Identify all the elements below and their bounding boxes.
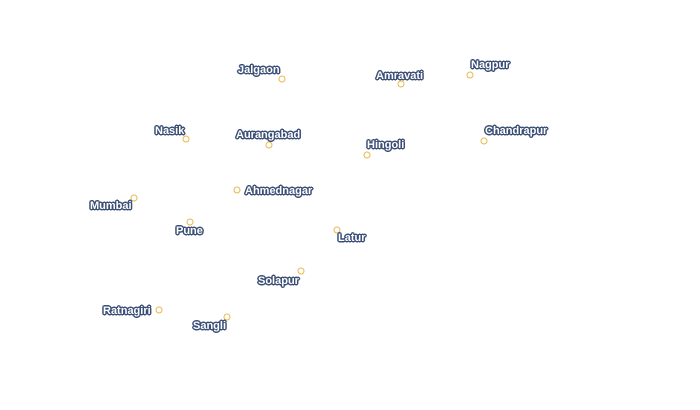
city-label-solapur: Solapur (258, 275, 299, 287)
city-marker-latur[interactable] (333, 226, 341, 234)
city-marker-ratnagiri[interactable] (155, 306, 163, 314)
city-marker-hingoli[interactable] (363, 151, 371, 159)
city-marker-ahmednagar[interactable] (233, 186, 241, 194)
city-marker-sangli[interactable] (223, 313, 231, 321)
city-marker-nagpur[interactable] (466, 71, 474, 79)
city-label-amravati: Amravati (376, 70, 424, 82)
city-marker-mumbai[interactable] (130, 194, 138, 202)
city-label-ratnagiri: Ratnagiri (103, 305, 151, 317)
city-label-jalgaon: Jalgaon (238, 64, 280, 76)
city-label-aurangabad: Aurangabad (236, 129, 301, 141)
city-marker-amravati[interactable] (397, 80, 405, 88)
city-label-nasik: Nasik (155, 125, 185, 137)
city-marker-nasik[interactable] (182, 135, 190, 143)
city-marker-jalgaon[interactable] (278, 75, 286, 83)
city-label-sangli: Sangli (193, 320, 227, 332)
city-label-latur: Latur (338, 232, 366, 244)
city-label-hingoli: Hingoli (367, 139, 405, 151)
city-marker-solapur[interactable] (297, 267, 305, 275)
city-marker-aurangabad[interactable] (265, 141, 273, 149)
city-label-nagpur: Nagpur (471, 59, 510, 71)
city-label-mumbai: Mumbai (90, 200, 132, 212)
city-label-pune: Pune (176, 225, 203, 237)
city-marker-pune[interactable] (186, 218, 194, 226)
city-marker-chandrapur[interactable] (480, 137, 488, 145)
city-label-ahmednagar: Ahmednagar (245, 185, 313, 197)
city-label-chandrapur: Chandrapur (485, 125, 548, 137)
